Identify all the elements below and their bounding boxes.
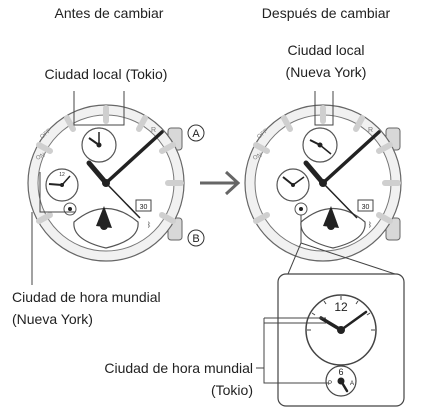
callout-home-before [73, 91, 125, 126]
zoom-minute-hand [339, 310, 368, 332]
button-a-letter: A [192, 128, 200, 140]
callout-zoom-right [300, 242, 396, 275]
bezel-r-text: R [151, 127, 156, 134]
bluetooth-icon-after: ᛒ [368, 221, 372, 229]
button-b-letter: B [192, 233, 199, 245]
zoom-a-text: A [350, 381, 354, 387]
bezel-on-text: ON [35, 153, 46, 162]
zoom-p-text: P [328, 381, 332, 387]
date-text-after: 30 [362, 204, 370, 211]
label-world-after-line2: (Tokio) [210, 382, 253, 398]
label-world-before-line1: Ciudad de hora mundial [12, 289, 161, 305]
watch-before: OFF ON R 12 30 ᛒ A B [27, 91, 205, 285]
callout-world-before-box [39, 172, 75, 213]
button-b-label-circle [187, 229, 205, 247]
hour-markers [36, 105, 184, 224]
watch-after: OFF ON R 30 ᛒ [244, 91, 402, 275]
bezel-r-text-after: R [368, 127, 373, 134]
bluetooth-icon: ᛒ [147, 221, 151, 229]
zoom-twelve-text: 12 [334, 300, 348, 314]
second-hand [105, 182, 141, 219]
label-home-after-line1: Ciudad local [287, 42, 365, 58]
date-text: 30 [140, 204, 148, 211]
callout-home-after [314, 91, 334, 126]
heading-after: Después de cambiar [261, 5, 391, 21]
hour-hand [86, 160, 109, 186]
lower-subdial-hand [96, 206, 112, 228]
label-world-before-line2: (Nueva York) [12, 311, 93, 327]
zoom-detail: 12 6 P A [256, 273, 405, 407]
subdial-twelve-text: 12 [59, 172, 65, 178]
callout-zoom-left [287, 242, 302, 275]
bezel-on-text-after: ON [252, 153, 263, 162]
callout-world-after [263, 318, 329, 384]
heading-before: Antes de cambiar [54, 5, 164, 21]
date-window [135, 199, 152, 212]
button-a-label-circle [187, 124, 205, 142]
label-home-before: Ciudad local (Tokio) [44, 66, 168, 82]
label-home-after-line2: (Nueva York) [285, 64, 367, 80]
change-arrow-icon [200, 170, 241, 196]
minute-hand [104, 130, 164, 185]
zoom-six-text: 6 [338, 367, 343, 377]
label-world-after-line1: Ciudad de hora mundial [104, 360, 253, 376]
